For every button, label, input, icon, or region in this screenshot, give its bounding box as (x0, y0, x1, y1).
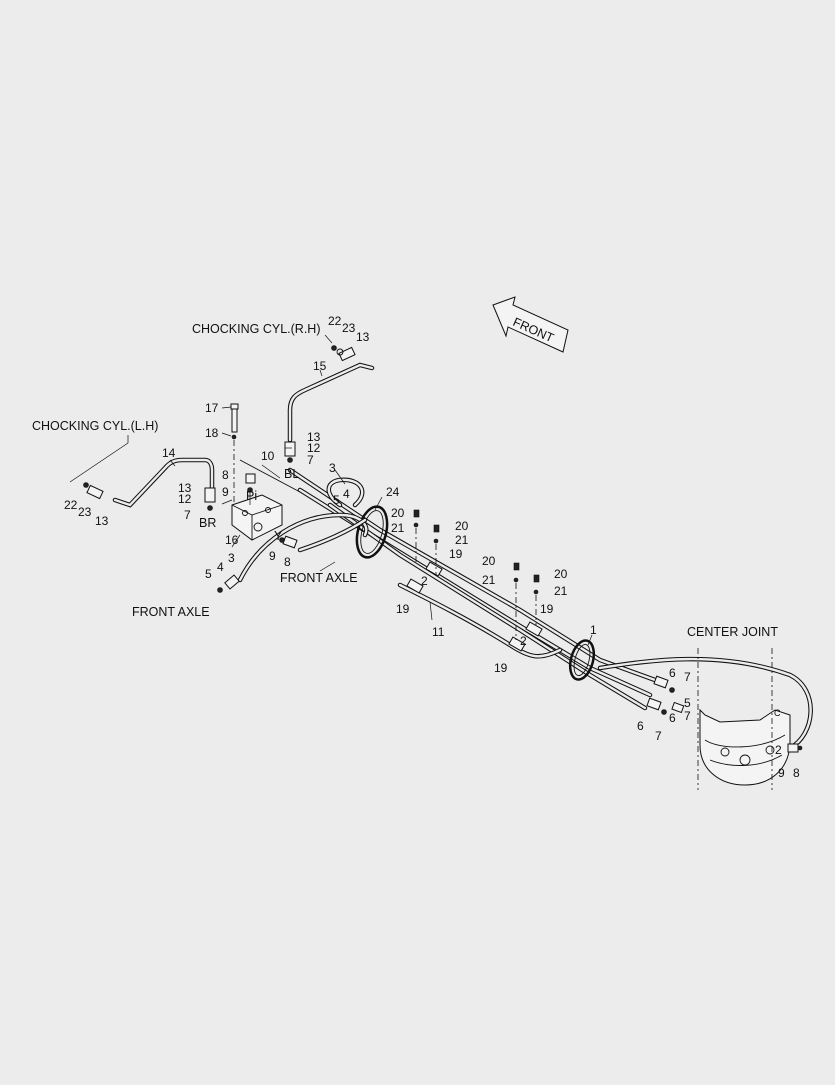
main-hose-bundle (239, 459, 658, 711)
port-label-y: Y (274, 529, 283, 543)
port-label-bl: BL (284, 467, 299, 481)
callout-13: 13 (178, 481, 192, 495)
callout-9: 9 (778, 766, 785, 780)
callout-7: 7 (184, 508, 191, 522)
callout-14: 14 (162, 446, 176, 460)
front-direction-arrow: FRONT (492, 296, 569, 353)
callout-19: 19 (449, 547, 463, 561)
callout-17: 17 (205, 401, 219, 415)
callout-20: 20 (455, 519, 469, 533)
callout-2: 2 (520, 634, 527, 648)
callout-21: 21 (455, 533, 469, 547)
callout-7: 7 (684, 670, 691, 684)
callout-19: 19 (396, 602, 410, 616)
callout-13: 13 (356, 330, 370, 344)
callout-18: 18 (205, 426, 219, 440)
hose-3 (217, 477, 369, 593)
callout-6: 6 (637, 719, 644, 733)
callout-16: 16 (225, 533, 239, 547)
callout-2: 2 (775, 743, 782, 757)
brackets-19 (406, 561, 543, 652)
callout-20: 20 (391, 506, 405, 520)
leader-lines (69, 334, 593, 646)
callout-2: 2 (421, 574, 428, 588)
callout-19: 19 (540, 602, 554, 616)
bolts-20-21 (413, 509, 540, 640)
callout-21: 21 (554, 584, 568, 598)
port-label-br: BR (199, 516, 216, 530)
callout-4: 4 (217, 560, 224, 574)
callout-21: 21 (482, 573, 496, 587)
callout-1: 1 (590, 623, 597, 637)
hose-11 (397, 582, 563, 659)
callout-20: 20 (554, 567, 568, 581)
callout-8: 8 (284, 555, 291, 569)
callout-23: 23 (342, 321, 356, 335)
callout-9: 9 (222, 485, 229, 499)
callout-24: 24 (386, 485, 400, 499)
callout-6: 6 (669, 666, 676, 680)
clamp-ring-1 (568, 639, 596, 681)
fitting-8-9 (245, 473, 256, 505)
callout-13: 13 (95, 514, 109, 528)
fittings-6-7 (646, 675, 685, 715)
callout-19: 19 (494, 661, 508, 675)
callout-4: 4 (343, 487, 350, 501)
callout-8: 8 (222, 468, 229, 482)
callout-12: 12 (178, 492, 192, 506)
callout-7: 7 (684, 709, 691, 723)
callout-13: 13 (307, 430, 321, 444)
port-label-c: C (774, 708, 781, 718)
front-axle-caption-right: FRONT AXLE (280, 571, 358, 585)
callout-23: 23 (78, 505, 92, 519)
callout-21: 21 (391, 521, 405, 535)
callout-7: 7 (307, 453, 314, 467)
bolt-17 (230, 403, 239, 505)
front-axle-caption-left: FRONT AXLE (132, 605, 210, 619)
callout-9: 9 (269, 549, 276, 563)
callout-3: 3 (329, 461, 336, 475)
port-label-pi: Pi (246, 489, 257, 503)
callout-5: 5 (333, 493, 340, 507)
callout-20: 20 (482, 554, 496, 568)
callout-3: 3 (228, 551, 235, 565)
callout-12: 12 (307, 441, 321, 455)
chocking-cyl-rh-caption: CHOCKING CYL.(R.H) (192, 322, 320, 336)
clamp-ring-24 (355, 505, 389, 559)
tube-15 (284, 345, 375, 463)
callout-5: 5 (684, 696, 691, 710)
valve-block-16 (231, 494, 283, 541)
callout-22: 22 (328, 314, 342, 328)
callout-10: 10 (261, 449, 275, 463)
callout-11: 11 (432, 625, 445, 639)
chocking-cyl-lh-caption: CHOCKING CYL.(L.H) (32, 419, 158, 433)
tube-14 (83, 457, 216, 511)
center-joint-body (697, 648, 803, 790)
hose-to-center-joint (597, 656, 813, 751)
callout-15: 15 (313, 359, 327, 373)
callout-7: 7 (655, 729, 662, 743)
center-joint-caption: CENTER JOINT (687, 625, 778, 639)
callout-6: 6 (669, 711, 676, 725)
callout-8: 8 (793, 766, 800, 780)
callout-5: 5 (205, 567, 212, 581)
callout-22: 22 (64, 498, 78, 512)
